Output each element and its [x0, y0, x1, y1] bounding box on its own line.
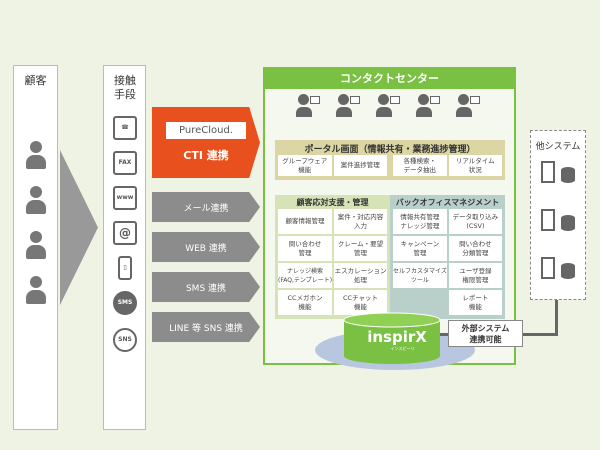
feature-cell: 案件・対応内容 入力 [334, 209, 387, 234]
feature-cell: ユーザ登録 権限管理 [448, 263, 502, 288]
server-icon [541, 209, 555, 231]
cti-integration: PureCloud. CTI 連携 [152, 107, 260, 178]
feature-cell: データ取り込み (CSV) [448, 209, 502, 234]
agent-icon [336, 94, 360, 122]
sms-icon: SMS [113, 291, 137, 315]
integration-line-sns: LINE 等 SNS 連携 [152, 312, 260, 342]
integration-sms: SMS 連携 [152, 272, 260, 302]
portal-item: 各種検索・ データ抽出 [393, 155, 447, 176]
database-icon [561, 263, 575, 279]
agent-icon [456, 94, 480, 122]
fax-icon: FAX [113, 151, 137, 175]
integration-mail: メール連携 [152, 192, 260, 222]
agent-icon [376, 94, 400, 122]
customers-title: 顧客 [24, 74, 47, 87]
feature-cell: 情報共有管理 ナレッジ管理 [393, 209, 447, 234]
connector-line [522, 333, 557, 336]
phone-icon: ☎ [113, 116, 137, 140]
portal-item: 案件進捗管理 [333, 155, 387, 176]
email-icon: @ [113, 221, 137, 245]
www-icon: www [113, 186, 137, 210]
feature-cell: セルフカスタマイズ ツール [393, 263, 447, 288]
other-systems-box: 他システム [530, 130, 586, 300]
mobile-icon: ▯ [118, 256, 132, 280]
customers-column: 顧客 [13, 65, 58, 430]
feature-cell: CCメガホン 機能 [278, 290, 333, 315]
external-system-box: 外部システム 連携可能 [448, 320, 523, 347]
purecloud-logo: PureCloud. [166, 122, 246, 139]
database-icon [561, 215, 575, 231]
server-icon [541, 161, 555, 183]
portal-section: ポータル画面（情報共有・業務進捗管理） グループウェア 機能 案件進捗管理 各種… [275, 140, 505, 180]
feature-cell: 問い合わせ 分類管理 [448, 236, 502, 261]
contact-center-title: コンタクトセンター [265, 69, 514, 89]
feature-cell: 問い合わせ 管理 [278, 236, 333, 261]
portal-item: グループウェア 機能 [278, 155, 332, 176]
channels-title: 接触手段 [114, 74, 136, 101]
inspirx-database [343, 312, 441, 364]
connector-line [440, 333, 450, 336]
agent-icon [296, 94, 320, 122]
feature-cell: キャンペーン 管理 [393, 236, 447, 261]
feature-cell: 顧客情報管理 [278, 209, 333, 234]
agent-icon [416, 94, 440, 122]
channels-column: 接触手段 ☎ FAX www @ ▯ SMS SNS [103, 65, 146, 430]
server-icon [541, 257, 555, 279]
customer-icon [26, 141, 46, 171]
database-icon [561, 167, 575, 183]
back-office-title: バックオフィスマネジメント [395, 198, 500, 207]
portal-title: ポータル画面（情報共有・業務進捗管理） [304, 145, 476, 155]
cti-label: CTI 連携 [183, 149, 229, 162]
feature-cell: エスカレーション 処理 [334, 263, 387, 288]
sns-icon: SNS [113, 328, 137, 352]
flow-arrow [60, 150, 98, 305]
feature-cell: レポート 機能 [448, 290, 502, 315]
inspirx-logo: inspirX [367, 328, 427, 346]
feature-cell: CCチャット 機能 [334, 290, 387, 315]
customer-support-title: 顧客応対支援・管理 [296, 198, 369, 207]
feature-cell: ナレッジ検索 (FAQ,テンプレート) [278, 263, 333, 288]
customer-icon [26, 276, 46, 306]
back-office-section: バックオフィスマネジメント 情報共有管理 ナレッジ管理 データ取り込み (CSV… [390, 195, 505, 319]
connector-line [555, 300, 558, 336]
customer-icon [26, 231, 46, 261]
portal-item: リアルタイム 状況 [448, 155, 502, 176]
customer-support-section: 顧客応対支援・管理 顧客情報管理 案件・対応内容 入力 問い合わせ 管理 クレー… [275, 195, 390, 319]
other-systems-title: 他システム [535, 142, 581, 152]
feature-cell: クレーム・要望 管理 [334, 236, 387, 261]
inspirx-sub: インスピーリ [390, 346, 415, 351]
customer-icon [26, 186, 46, 216]
integration-web: WEB 連携 [152, 232, 260, 262]
